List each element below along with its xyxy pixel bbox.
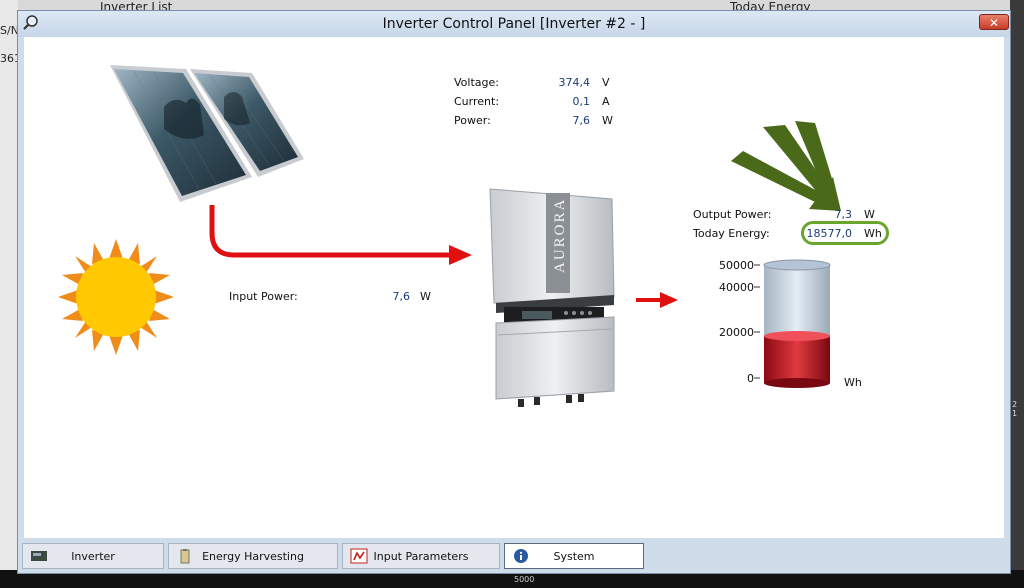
inverter-icon [31, 551, 47, 561]
gauge-tick-50000: 50000 [719, 259, 754, 272]
current-unit: A [602, 95, 610, 108]
voltage-value: 374,4 [558, 76, 591, 89]
output-power-unit: W [864, 208, 875, 221]
input-power-label: Input Power: [229, 290, 298, 303]
tab-system[interactable]: System [504, 543, 644, 569]
energy-gauge-fill-top [764, 331, 830, 342]
tab-input-parameters-label: Input Parameters [373, 550, 469, 563]
power-label: Power: [454, 114, 491, 127]
dc-readings: Voltage: 374,4 V Current: 0,1 A Power: 7… [454, 76, 624, 136]
inverter-brand-text: AURORA [552, 198, 568, 273]
window-titlebar[interactable]: Inverter Control Panel [Inverter #2 - ] … [18, 11, 1010, 37]
gauge-tick-0: 0 [747, 372, 754, 385]
sun-icon [58, 239, 174, 355]
input-power-value: 7,6 [392, 290, 411, 303]
power-value: 7,6 [572, 114, 591, 127]
output-power-value: 7,3 [834, 208, 853, 221]
background-cell-sn: S/N [0, 24, 19, 37]
current-value: 0,1 [572, 95, 591, 108]
aurora-inverter-image: AURORA [489, 188, 615, 407]
chart-icon [350, 548, 368, 564]
output-flow-arrow [636, 292, 678, 308]
tab-inverter-label: Inverter [71, 550, 115, 563]
tab-inverter[interactable]: Inverter [22, 543, 164, 569]
tab-input-parameters[interactable]: Input Parameters [342, 543, 500, 569]
battery-icon [180, 549, 190, 564]
energy-gauge-cylinder [754, 259, 831, 388]
gauge-unit: Wh [844, 376, 862, 389]
close-button[interactable]: ✕ [979, 14, 1009, 30]
solar-panels-image [110, 65, 304, 202]
background-bottom-chart [0, 570, 1024, 588]
background-left-panel [0, 0, 18, 588]
today-energy-value: 18577,0 [806, 227, 853, 240]
current-label: Current: [454, 95, 500, 108]
background-right-digits: 2 1 [1012, 400, 1018, 418]
input-flow-arrow [209, 205, 472, 265]
energy-gauge-fill-bottom [764, 378, 830, 388]
tab-bar: Inverter Energy Harvesting Input Paramet… [18, 538, 1010, 573]
power-unit: W [602, 114, 613, 127]
inverter-control-panel-window: Inverter Control Panel [Inverter #2 - ] … [17, 10, 1011, 574]
voltage-unit: V [602, 76, 610, 89]
background-left-title: Inverter List [100, 0, 173, 14]
gauge-tick-40000: 40000 [719, 281, 754, 294]
input-power-unit: W [420, 290, 431, 303]
info-icon [514, 549, 528, 563]
magnifier-icon [23, 15, 38, 30]
gauge-tick-20000: 20000 [719, 326, 754, 339]
background-app-strip [0, 0, 1024, 10]
voltage-label: Voltage: [454, 76, 499, 89]
background-bottom-tick: 5000 [514, 575, 535, 584]
energy-gauge-axis: 50000 40000 20000 0 [714, 257, 774, 387]
panel-content: Voltage: 374,4 V Current: 0,1 A Power: 7… [24, 37, 1004, 538]
green-pointer-arrow-icon [731, 121, 841, 211]
background-right-panel [1010, 0, 1024, 588]
tab-system-label: System [553, 550, 595, 563]
tab-energy-harvesting[interactable]: Energy Harvesting [168, 543, 338, 569]
energy-gauge-fill [764, 336, 830, 383]
output-power-label: Output Power: [693, 208, 772, 221]
today-energy-highlight [801, 221, 889, 245]
tab-energy-harvesting-label: Energy Harvesting [202, 550, 304, 563]
today-energy-label: Today Energy: [693, 227, 770, 240]
background-right-title: Today Energy [730, 0, 811, 14]
background-cell-number: 361 [0, 52, 21, 65]
window-title: Inverter Control Panel [Inverter #2 - ] [382, 16, 646, 32]
